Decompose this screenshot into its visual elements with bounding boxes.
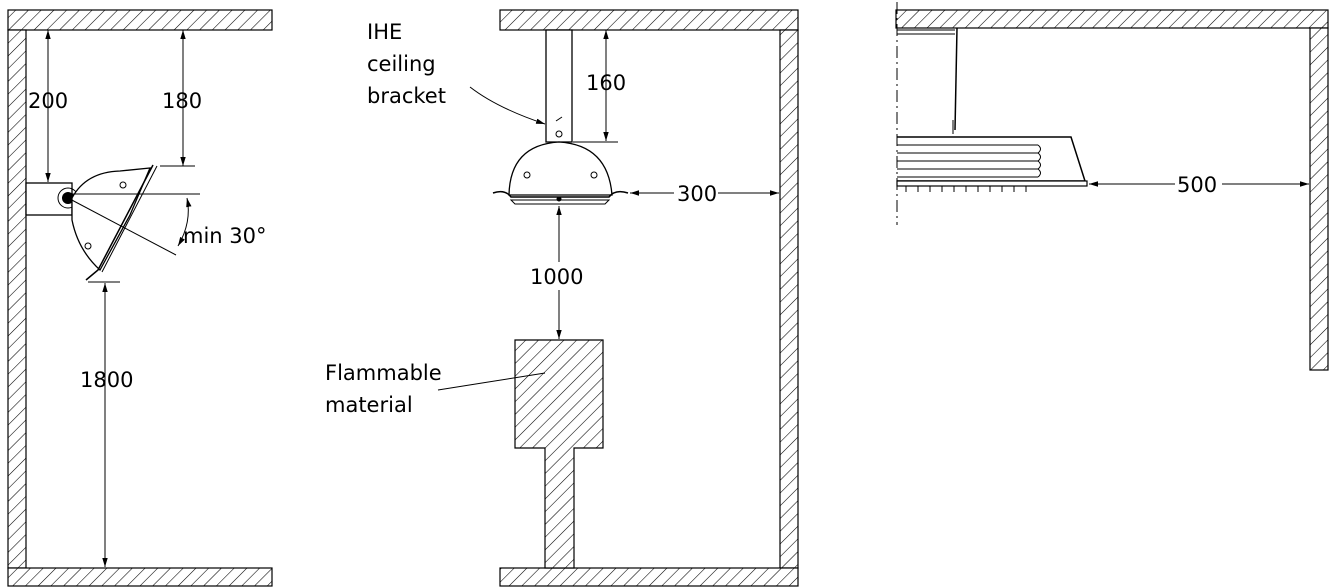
dim-180-label: 180 — [162, 89, 202, 113]
flammable-leader — [437, 372, 546, 391]
flammable-label-line1: Flammable — [325, 361, 442, 385]
flammable-label-line2: material — [325, 393, 413, 417]
dim-200-label: 200 — [28, 89, 68, 113]
bracket-label-line3: bracket — [367, 84, 446, 108]
bracket-label-line1: IHE — [367, 20, 402, 44]
bracket-leader — [469, 86, 546, 125]
right-panel: 500 — [895, 2, 1329, 371]
middle-ceiling — [499, 9, 799, 31]
right-wall — [1309, 27, 1329, 371]
left-floor — [7, 567, 273, 587]
dim-1800-label: 1800 — [80, 368, 133, 392]
middle-wall — [779, 29, 799, 569]
ceiling-bracket-pole — [545, 29, 573, 143]
tilt-angle-label: min 30° — [183, 224, 267, 248]
middle-panel: IHE ceiling bracket 160 300 1000 Flammab… — [325, 9, 799, 587]
left-panel: 200 180 min 30° 1800 — [7, 9, 273, 587]
side-heater — [896, 136, 1088, 192]
middle-floor — [499, 567, 799, 587]
dim-160-label: 160 — [586, 71, 626, 95]
right-ceiling — [895, 9, 1329, 29]
flammable-material — [514, 339, 604, 569]
dim-1000-label: 1000 — [530, 265, 583, 289]
left-wall — [7, 29, 27, 569]
dim-300-label: 300 — [677, 182, 717, 206]
left-ceiling — [7, 9, 273, 31]
dim-500-label: 500 — [1177, 173, 1217, 197]
dome-heater — [492, 141, 629, 205]
bracket-label-line2: ceiling — [367, 52, 436, 76]
